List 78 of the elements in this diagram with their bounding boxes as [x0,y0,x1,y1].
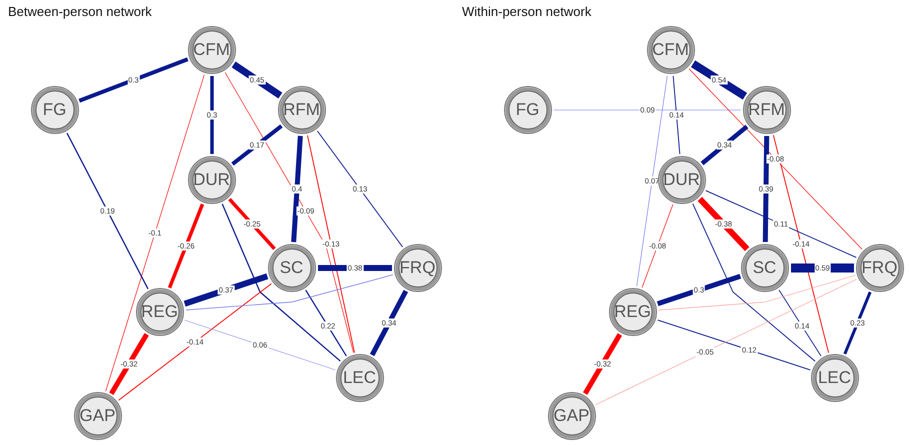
node-circle [740,244,788,292]
network-edge [228,198,276,250]
network-edge [642,204,674,288]
node-label: REG [613,302,652,322]
node-circle [30,86,78,134]
network-edge [305,290,347,356]
network-edge [762,136,770,242]
network-edge [370,290,408,356]
network-edge [118,283,272,401]
network-edge [105,74,205,392]
node-circle [608,288,656,336]
node-circle [810,354,858,402]
network-edge [78,57,188,103]
network-edge [595,278,857,406]
panel-title: Within-person network [462,4,592,19]
network-edge [672,75,680,155]
network-edge [184,273,268,307]
node-label: FG [514,100,540,120]
node-circle [856,244,904,292]
network-edge [658,275,856,310]
node-label: CFM [651,40,690,60]
network-edge [688,68,862,250]
node-circle [74,392,122,440]
node-label: FG [42,100,68,120]
node-label: SC [278,258,304,278]
node-circle [548,392,596,440]
network-edge [698,196,750,252]
network-edge [583,333,622,395]
network-edge [316,130,404,248]
node-label: FRQ [398,258,436,278]
network-edge [186,274,394,310]
node-circle [336,354,384,402]
network-edge [657,320,811,370]
network-edge [109,333,149,395]
network-edge [66,132,149,290]
network-edge [184,320,336,370]
node-circle [278,86,326,134]
node-circle [136,288,184,336]
node-circle [268,244,316,292]
network-edge [232,62,282,98]
node-label: FRQ [860,258,898,278]
node-label: REG [140,302,179,322]
node-circle [188,26,236,74]
node-circle [742,86,790,134]
node-label: GAP [78,406,116,426]
node-circle [646,26,694,74]
network-edge [791,264,854,272]
network-edge [772,134,830,354]
network-edge [318,265,392,271]
node-label: LEC [342,368,378,388]
node-circle [188,156,236,204]
node-label: DUR [192,170,231,190]
network-edge [291,136,303,242]
network-edge [656,274,742,306]
network-edge [636,75,668,287]
node-circle [504,86,552,134]
node-label: LEC [816,368,852,388]
node-label: SC [752,258,778,278]
network-edge [705,190,857,258]
node-label: RFM [747,100,786,120]
network-edge [224,72,354,354]
network-edge [210,76,214,154]
node-label: RFM [282,100,321,120]
network-edge [843,292,872,354]
network-edge [231,124,283,166]
network-edge [778,289,822,357]
panel-title: Between-person network [8,4,152,19]
network-edge [690,60,748,100]
node-circle [658,156,706,204]
network-edge [700,124,748,166]
node-label: CFM [192,40,231,60]
node-label: DUR [662,170,701,190]
node-circle [394,244,442,292]
network-edge [222,204,341,362]
network-edge [692,203,816,362]
network-edge [307,134,355,354]
node-label: GAP [552,406,590,426]
network-edge [168,204,204,288]
